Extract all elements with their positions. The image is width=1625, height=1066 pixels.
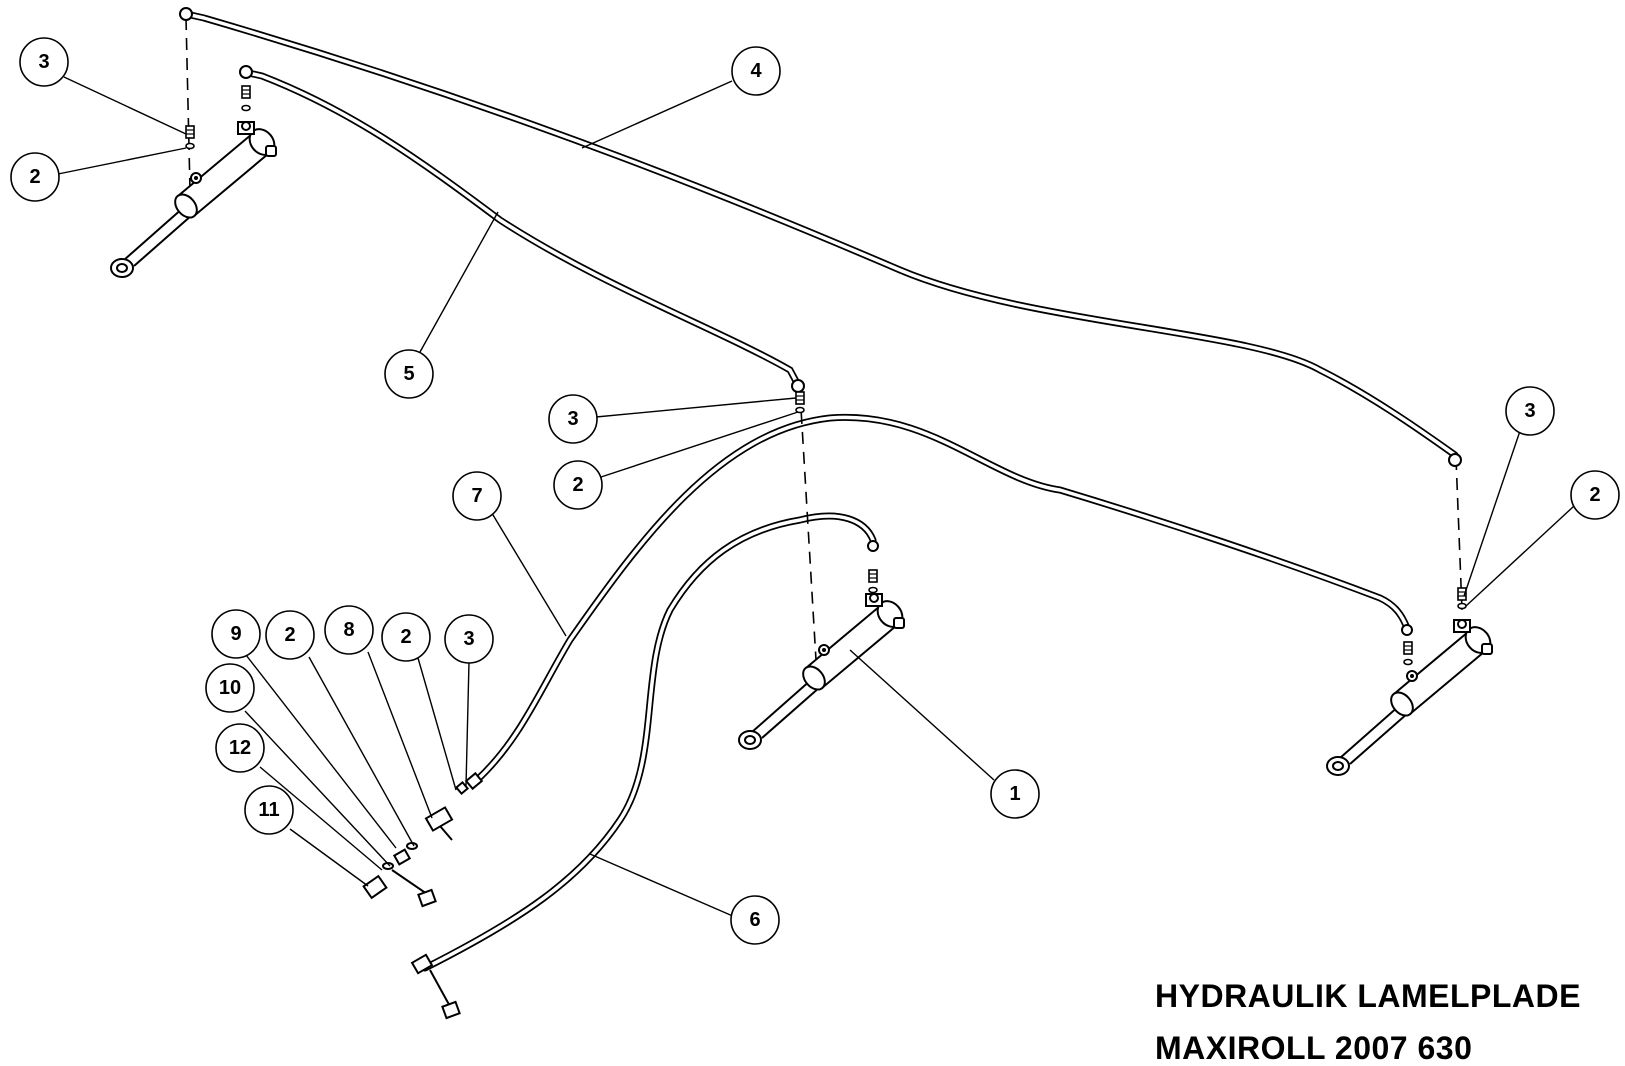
callout-label: 3	[1524, 400, 1535, 422]
callout-label: 2	[29, 166, 40, 188]
callout-label: 2	[400, 626, 411, 648]
hose-6	[421, 512, 877, 972]
callout-label: 7	[471, 485, 482, 507]
valve-parts-group	[362, 771, 484, 1020]
callout-label: 3	[567, 408, 578, 430]
callout-label: 3	[463, 628, 474, 650]
drawing-subtitle: MAXIROLL 2007 630	[1155, 1030, 1473, 1066]
callout-balloons	[10, 37, 1620, 945]
callout-labels: 3 2 4 5 3 2 7 3 2 9 2 8 2 3 10 12 11 1 6	[29, 51, 1600, 931]
callout-label: 6	[749, 909, 760, 931]
callout-label: 8	[343, 619, 354, 641]
fittings-and-washers	[185, 85, 1467, 666]
callout-label: 12	[229, 737, 251, 759]
callout-label: 11	[258, 799, 279, 821]
callout-label: 3	[38, 51, 49, 73]
cylinder-center	[738, 593, 909, 750]
drawing-title: HYDRAULIK LAMELPLADE	[1155, 978, 1581, 1014]
hose-4	[182, 10, 1459, 459]
cylinder-left	[110, 121, 281, 278]
callout-label: 5	[403, 363, 414, 385]
callout-label: 9	[230, 623, 241, 645]
hydraulic-assembly-drawing: 3 2 4 5 3 2 7 3 2 9 2 8 2 3 10 12 11 1 6	[10, 7, 1620, 1020]
callout-label: 2	[284, 624, 295, 646]
callout-label: 2	[1589, 484, 1600, 506]
hose-end-fittings	[179, 7, 1462, 636]
callout-label: 1	[1009, 783, 1020, 805]
callout-label: 2	[572, 474, 583, 496]
callout-label: 4	[750, 60, 762, 82]
callout-label: 10	[219, 677, 241, 699]
leader-lines	[57, 76, 1575, 918]
